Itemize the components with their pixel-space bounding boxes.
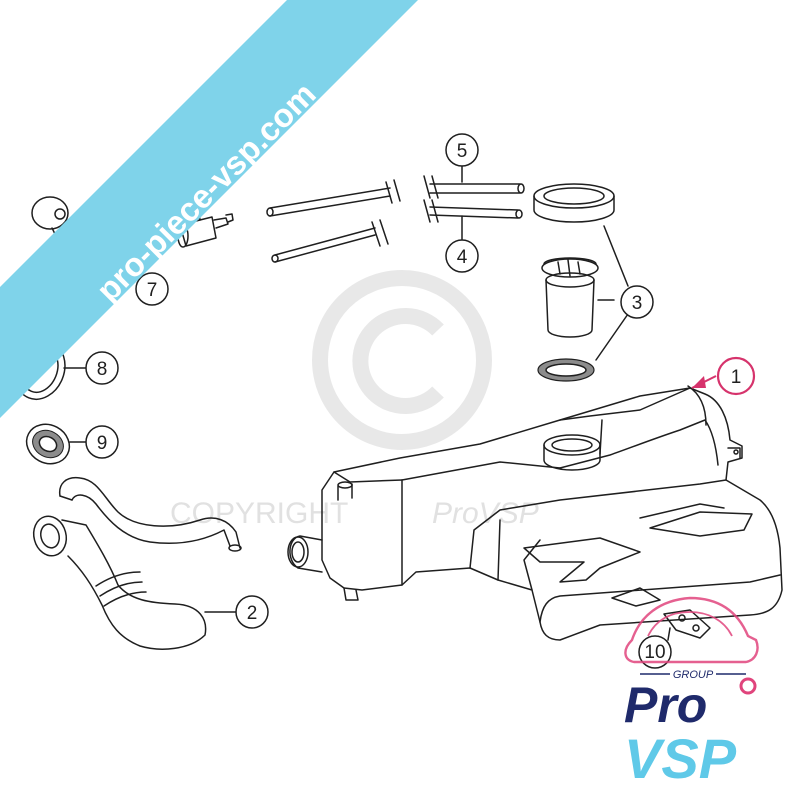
watermark-brand: ProVSP: [432, 497, 539, 530]
callout-9: 9: [85, 425, 119, 459]
callout-10: 10: [638, 635, 672, 669]
svg-text:9: 9: [97, 433, 108, 454]
logo-hex-icon: [739, 677, 757, 695]
svg-text:3: 3: [632, 293, 643, 314]
svg-text:10: 10: [644, 642, 665, 663]
logo-group-text: GROUP: [673, 669, 714, 681]
watermark: © COPYRIGHT ProVSP: [170, 270, 539, 530]
callout-5: 5: [445, 133, 479, 167]
banner-ribbon: [0, 0, 418, 418]
part-3-sender-unit: [533, 183, 629, 382]
svg-text:5: 5: [457, 141, 468, 162]
svg-text:8: 8: [97, 359, 108, 380]
callout-2: 2: [235, 595, 269, 629]
callout-1: 1: [691, 356, 756, 396]
svg-text:1: 1: [731, 367, 742, 388]
part-10-clip: [663, 609, 711, 641]
part-9-seal: [25, 423, 87, 465]
callout-8: 8: [85, 351, 119, 385]
brand-logo: GROUP Pro VSP: [624, 596, 759, 790]
logo-vsp: VSP: [624, 727, 737, 790]
callout-7: 7: [135, 272, 169, 306]
svg-text:7: 7: [147, 280, 158, 301]
copyright-circle-icon: [312, 270, 492, 450]
breather-pipes: [266, 165, 525, 263]
callout-3: 3: [620, 285, 654, 319]
copyright-c-icon: [352, 308, 444, 414]
logo-car-outline-icon: [624, 596, 759, 664]
logo-pro: Pro: [624, 677, 707, 733]
svg-text:2: 2: [247, 603, 258, 624]
copyright-text: COPYRIGHT: [170, 497, 348, 530]
part-2-filler-hose: [32, 476, 242, 650]
callout-4: 4: [445, 239, 479, 273]
svg-text:4: 4: [457, 247, 468, 268]
part-1-fuel-tank: [287, 385, 783, 641]
